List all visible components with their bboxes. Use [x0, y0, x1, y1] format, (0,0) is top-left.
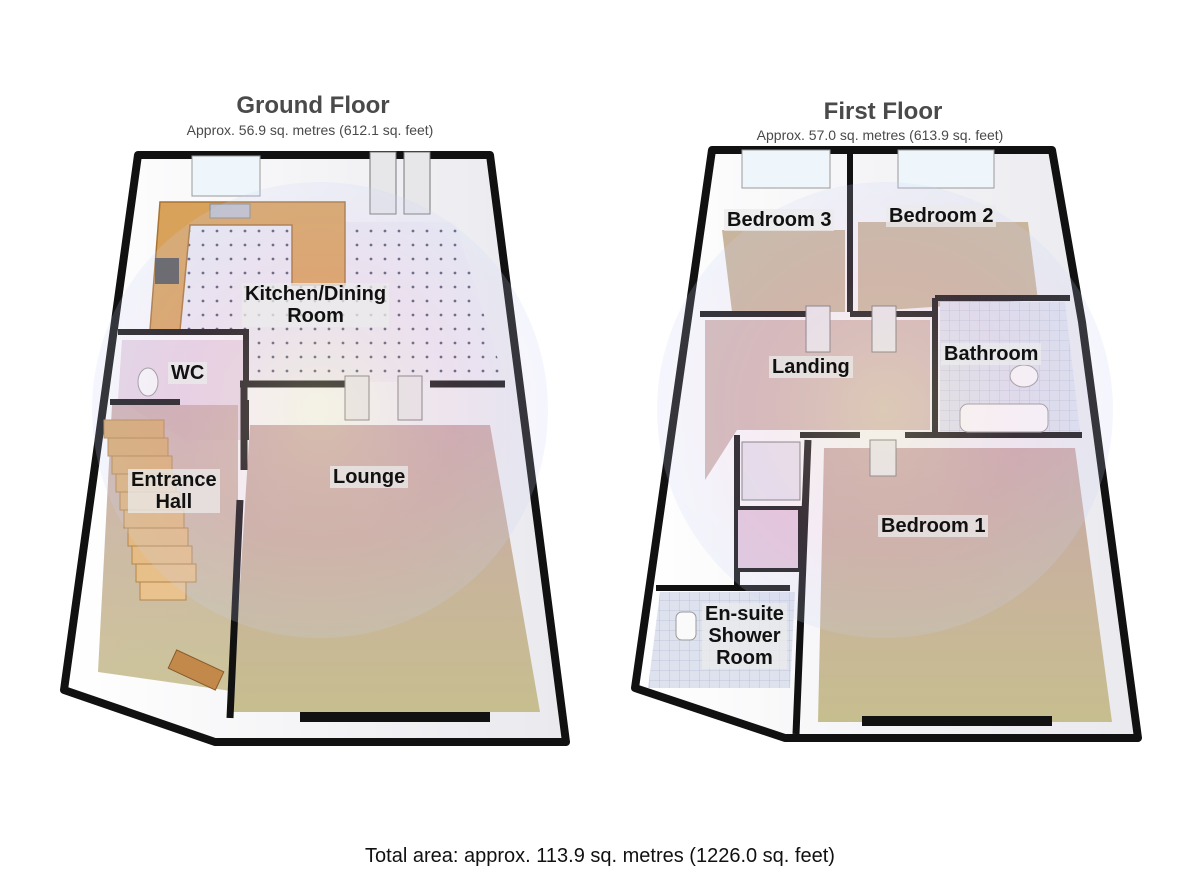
en-suite-toilet [675, 611, 697, 641]
kitchen-window [191, 155, 261, 197]
total-area: Total area: approx. 113.9 sq. metres (12… [365, 845, 835, 867]
room-label-entrance-hall: Entrance Hall [128, 469, 220, 513]
room-label-en-suite: En-suite Shower Room [702, 603, 787, 669]
room-label-bedroom-3: Bedroom 3 [724, 209, 835, 231]
room-label-bathroom: Bathroom [941, 343, 1042, 365]
bedroom-3-window [741, 149, 831, 189]
room-label-wc: WC [168, 362, 208, 384]
room-label-bedroom-2: Bedroom 2 [886, 205, 997, 227]
lounge-bay [300, 712, 490, 722]
ground-floor-area: Approx. 56.9 sq. metres (612.1 sq. feet) [186, 122, 434, 138]
first-floor-title: First Floor [823, 98, 943, 125]
bedroom-2-window [897, 149, 995, 189]
bedroom-1-bay [862, 716, 1052, 726]
ground-floor-title: Ground Floor [236, 92, 390, 119]
room-label-lounge: Lounge [330, 466, 409, 488]
room-label-kitchen-dining: Kitchen/Dining Room [242, 283, 390, 327]
room-label-landing: Landing [769, 356, 853, 378]
first-floor-area: Approx. 57.0 sq. metres (613.9 sq. feet) [756, 127, 1004, 143]
room-label-bedroom-1: Bedroom 1 [878, 515, 989, 537]
front-door [167, 649, 225, 691]
watermark-first [657, 182, 1113, 638]
watermark-ground [92, 182, 548, 638]
